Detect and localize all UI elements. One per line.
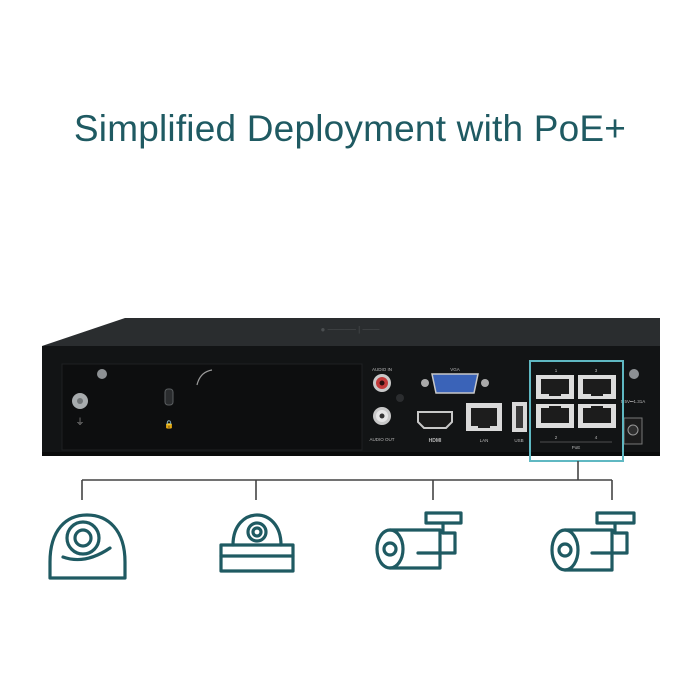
audio-in-label: AUDIO IN: [372, 367, 392, 372]
reset-hole: [396, 394, 404, 402]
hdmi-port[interactable]: [417, 411, 453, 429]
left-panel: [61, 363, 363, 451]
poe-port-3-label: 3: [595, 368, 598, 373]
vga-port[interactable]: [431, 373, 479, 394]
hinge-mark: [196, 369, 213, 386]
poe-port-group: 1 3 2 4 PoE: [536, 368, 616, 450]
turret-camera-icon: [48, 513, 127, 580]
lan-label: LAN: [480, 438, 489, 443]
poe-port-1-label: 1: [555, 368, 558, 373]
poe-port-2-label: 2: [555, 435, 558, 440]
headline: Simplified Deployment with PoE+: [73, 108, 627, 149]
bullet-camera-icon: [550, 511, 636, 572]
lock-slot-icon: [164, 388, 174, 406]
nvr-top-logo: ● ───── | ───: [321, 325, 380, 334]
connection-lines: [81, 461, 613, 500]
ground-screw-center: [77, 398, 83, 404]
poe-label: PoE: [572, 445, 581, 450]
poe-port-4-label: 4: [595, 435, 598, 440]
vga-screw: [421, 379, 429, 387]
bullet-camera-icon: [375, 511, 463, 570]
vga-screw: [481, 379, 489, 387]
vga-label: VGA: [450, 367, 460, 372]
poe-highlight-box: [529, 360, 624, 462]
hdmi-label: HDMI: [429, 438, 442, 444]
power-label: 5.5V⎓1.31A: [621, 399, 646, 404]
nvr-bottom-edge: [42, 452, 660, 456]
screw-icon: [97, 369, 107, 379]
dome-camera-icon: [219, 513, 295, 573]
audio-out-label: AUDIO OUT: [369, 437, 394, 442]
ground-symbol-icon: ⏚: [75, 417, 84, 427]
nvr-top: [42, 318, 660, 346]
lock-icon: 🔒: [164, 420, 174, 429]
screw-icon: [629, 369, 639, 379]
usb-label: USB: [514, 438, 523, 443]
